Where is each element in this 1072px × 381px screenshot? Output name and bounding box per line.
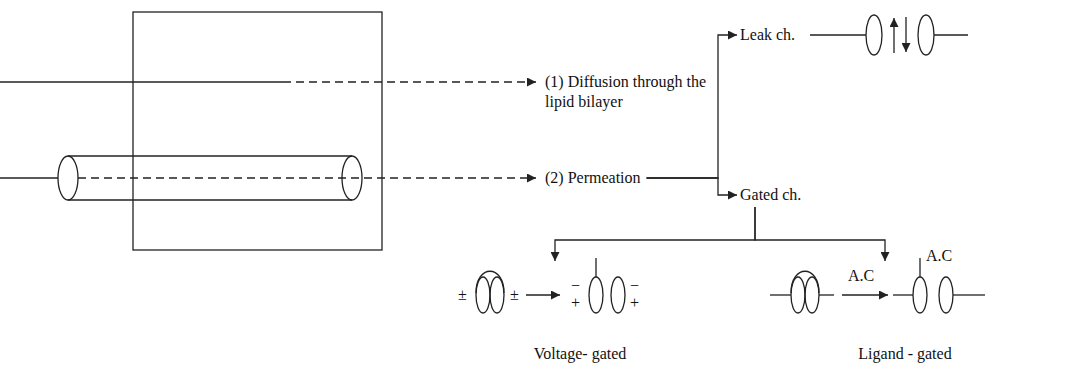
node-text: Voltage- gated <box>480 344 680 364</box>
leak-wire <box>810 34 866 35</box>
node-text: (2) Permeation <box>545 168 641 188</box>
ligand-gate-closed <box>791 271 819 293</box>
branch-arrow <box>647 178 737 195</box>
leak-flow-up <box>893 18 894 53</box>
permeation-line <box>0 177 58 178</box>
ligand-wire <box>893 294 913 295</box>
ligand-wire <box>770 294 791 295</box>
channel-wall <box>68 199 352 200</box>
ligand-transition-arrow <box>842 294 888 295</box>
branch-arrow <box>555 207 755 261</box>
ligand-wire <box>953 294 985 295</box>
node-text: (1) Diffusion through the lipid bilayer <box>545 72 713 112</box>
agonist-label: A.C <box>926 248 952 264</box>
charge-sign: ± <box>458 287 467 303</box>
leak-flow-down <box>905 17 906 52</box>
diffusion-line <box>0 81 283 82</box>
channel-type-label: Gated ch. <box>740 185 801 205</box>
ligand-wire <box>819 294 834 295</box>
leak-channel-half <box>918 15 934 55</box>
voltage-gate-open <box>595 258 596 277</box>
gated-type-label: Ligand - gated <box>805 262 1005 364</box>
permeation-arrow <box>78 177 536 178</box>
voltage-transition-arrow <box>526 294 560 295</box>
agonist-label: A.C <box>848 268 874 284</box>
voltage-channel-open <box>611 277 625 313</box>
voltage-channel-open <box>589 277 603 313</box>
ligand-gate-open <box>919 258 920 277</box>
charge-sign: − <box>571 278 580 294</box>
node-text: Ligand - gated <box>805 344 1005 364</box>
node-text: Gated ch. <box>740 185 801 205</box>
ligand-channel-open <box>913 277 927 313</box>
channel-type-label: Leak ch. <box>740 25 795 45</box>
diffusion-arrow <box>283 81 536 82</box>
leak-channel-half <box>866 15 882 55</box>
voltage-gate-closed <box>476 271 504 293</box>
node-text: Leak ch. <box>740 25 795 45</box>
charge-sign: + <box>571 295 580 311</box>
charge-sign: − <box>630 278 639 294</box>
membrane-rect <box>133 12 382 250</box>
branch-label: (1) Diffusion through the lipid bilayer <box>545 72 713 112</box>
branch-arrow <box>647 35 737 178</box>
leak-wire <box>934 34 968 35</box>
branch-arrow <box>755 207 885 261</box>
channel-end <box>58 156 78 200</box>
ligand-channel-open <box>939 277 953 313</box>
charge-sign: ± <box>510 287 519 303</box>
channel-wall <box>68 155 352 156</box>
branch-label: (2) Permeation <box>545 168 641 188</box>
charge-sign: + <box>630 295 639 311</box>
